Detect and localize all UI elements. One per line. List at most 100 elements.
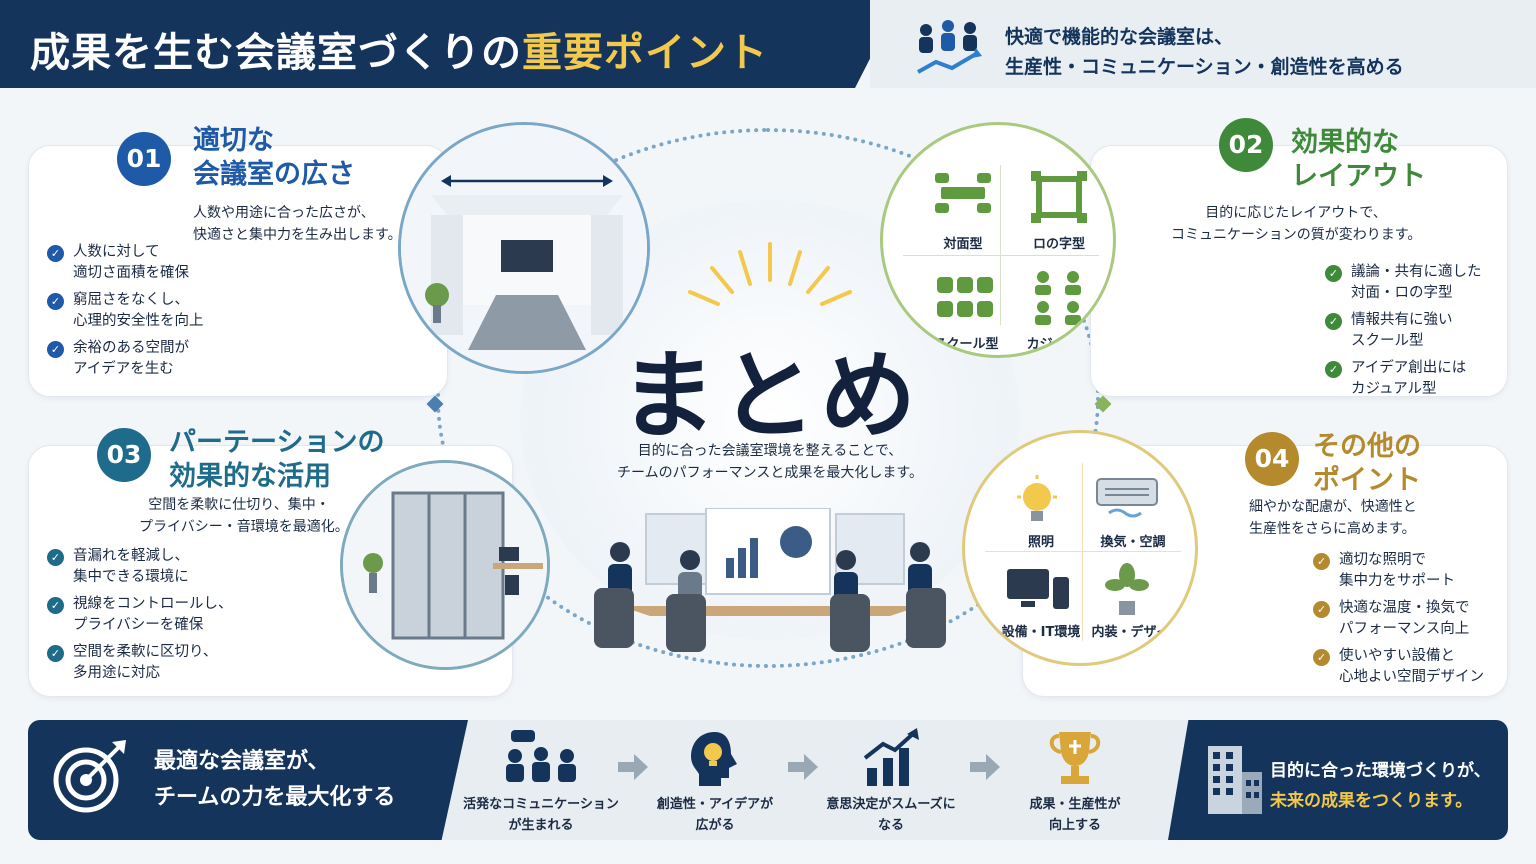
point-title: 効果的な レイアウト: [1291, 126, 1426, 194]
title-line2: ポイント: [1313, 465, 1421, 496]
step-label: 意思決定がスムーズに なる: [806, 794, 976, 836]
partition-icon: [343, 463, 547, 667]
layout-label: 対面型: [943, 237, 983, 252]
check-line2: 対面・ロの字型: [1351, 285, 1453, 301]
sunburst-icon: [688, 242, 852, 306]
check-line2: 集中できる環境に: [73, 569, 189, 585]
check-icon: ✓: [1313, 601, 1330, 618]
header-banner: [0, 0, 900, 88]
layout-label: カジュアル型: [1026, 337, 1104, 352]
check-icon: ✓: [1313, 649, 1330, 666]
check-line2: カジュアル型: [1351, 381, 1437, 397]
item-label: 設備・IT環境: [1001, 625, 1081, 640]
step-line1: 創造性・アイデアが: [656, 797, 774, 812]
subtitle-line2: 生産性・コミュニケーション・創造性を高める: [1005, 56, 1404, 78]
layout-types-illustration: 対面型 ロの字型 スクール型 カジュアル型: [880, 122, 1116, 358]
desc-line2: 快適さと集中力を生み出します。: [193, 227, 402, 243]
check-item: ✓ 音漏れを軽減し、集中できる環境に: [47, 546, 233, 588]
summary-desc-line2: チームのパフォーマンスと成果を最大化します。: [617, 465, 923, 481]
step-label: 成果・生産性が 向上する: [990, 794, 1160, 836]
point-card-02: 02 効果的な レイアウト 目的に応じたレイアウトで、 コミュニケーションの質が…: [1090, 118, 1508, 397]
step-line2: 広がる: [695, 818, 735, 833]
flow-step-decision: 意思決定がスムーズに なる: [806, 728, 976, 836]
point-number-badge: 04: [1245, 432, 1299, 486]
school-layout-icon: [937, 277, 993, 317]
check-icon: ✓: [47, 245, 64, 262]
title-line2: レイアウト: [1291, 161, 1426, 192]
desc-line2: 生産性をさらに高めます。: [1249, 521, 1416, 537]
check-item: ✓空間を柔軟に区切り、多用途に対応: [47, 642, 233, 684]
point-desc: 細やかな配慮が、快適性と 生産性をさらに高めます。: [1249, 496, 1417, 540]
check-icon: ✓: [1325, 361, 1342, 378]
check-item: ✓ 適切な照明で集中力をサポート: [1313, 550, 1484, 592]
idea-head-icon: [691, 732, 737, 786]
check-line2: プライバシーを確保: [73, 617, 204, 633]
step-line2: 向上する: [1048, 818, 1101, 833]
meeting-room-icon: [401, 125, 647, 371]
header-right-panel: [870, 0, 1536, 88]
title-main: 成果を生む会議室づくりの: [30, 30, 522, 76]
flow-arrow-icon: [618, 754, 648, 780]
check-line1: 人数に対して: [73, 244, 160, 260]
check-line2: アイデアを生む: [73, 361, 174, 377]
check-line1: 余裕のある空間が: [73, 340, 189, 356]
room-size-illustration: [398, 122, 650, 374]
growth-chart-icon: [863, 728, 919, 786]
step-label: 活発なコミュニケーション が生まれる: [456, 794, 626, 836]
desc-line2: プライバシー・音環境を最適化。: [139, 519, 349, 535]
check-icon: ✓: [1313, 553, 1330, 570]
page-title: 成果を生む会議室づくりの重要ポイント: [30, 20, 768, 78]
check-line1: 使いやすい設備と: [1339, 648, 1455, 664]
check-list: ✓適切な照明で集中力をサポート ✓快適な温度・換気でパフォーマンス向上 ✓使いや…: [1313, 550, 1484, 694]
check-list: ✓人数に対して適切さ面積を確保 ✓窮屈さをなくし、心理的安全性を向上 ✓余裕のあ…: [47, 242, 204, 386]
target-icon: [53, 740, 126, 813]
title-highlight: 重要ポイント: [522, 30, 768, 76]
other-points-illustration: 照明 換気・空調 設備・IT環境 内装・デザイン: [962, 430, 1198, 666]
bottom-right-line1: 目的に合った環境づくりが、: [1270, 761, 1491, 781]
air-conditioner-icon: [1096, 478, 1158, 518]
check-line2: 心地よい空間デザイン: [1339, 669, 1484, 685]
header-subtitle: 快適で機能的な会議室は、 生産性・コミュニケーション・創造性を高める: [1005, 22, 1404, 82]
trophy-icon: [1049, 732, 1101, 784]
building-icon: [1208, 746, 1262, 814]
flow-step-results: 成果・生産性が 向上する: [990, 728, 1160, 836]
layout-label: スクール型: [933, 337, 999, 352]
point-title: 適切な 会議室の広さ: [193, 124, 355, 192]
point-number-badge: 03: [97, 428, 151, 482]
title-line1: その他の: [1313, 431, 1421, 462]
desc-line2: コミュニケーションの質が変わります。: [1171, 227, 1422, 243]
check-line2: 多用途に対応: [73, 665, 160, 681]
summary-title: まとめ: [620, 340, 920, 452]
check-list: ✓議論・共有に適した対面・ロの字型 ✓情報共有に強いスクール型 ✓アイデア創出に…: [1325, 262, 1482, 406]
check-item: ✓ 使いやすい設備と心地よい空間デザイン: [1313, 646, 1484, 688]
desc-line1: 人数や用途に合った広さが、: [193, 205, 375, 221]
check-line2: 適切さ面積を確保: [73, 265, 189, 281]
check-item: ✓アイデア創出にはカジュアル型: [1325, 358, 1482, 400]
bottom-left-message: 最適な会議室が、 チームの力を最大化する: [154, 744, 395, 816]
point-title: その他の ポイント: [1313, 430, 1421, 498]
check-line2: 心理的安全性を向上: [73, 313, 204, 329]
bottom-right-message: 目的に合った環境づくりが、 未来の成果をつくります。: [1270, 756, 1491, 816]
point-number-badge: 02: [1219, 118, 1273, 172]
layout-label: ロの字型: [1032, 237, 1085, 252]
desc-line1: 目的に応じたレイアウトで、: [1205, 205, 1387, 221]
check-line2: 集中力をサポート: [1339, 573, 1455, 589]
check-line2: パフォーマンス向上: [1339, 621, 1470, 637]
summary-desc-line1: 目的に合った会議室環境を整えることで、: [637, 443, 903, 459]
casual-layout-icon: [1035, 271, 1081, 325]
item-label: 照明: [1027, 535, 1054, 550]
flow-step-communication: 活発なコミュニケーション が生まれる: [456, 728, 626, 836]
point-card-01: 01 適切な 会議室の広さ 人数や用途に合った広さが、 快適さと集中力を生み出し…: [28, 125, 448, 397]
partition-illustration: [340, 460, 550, 670]
check-line1: 適切な照明で: [1339, 552, 1426, 568]
desc-line1: 細やかな配慮が、快適性と: [1249, 499, 1417, 515]
item-label: 内装・デザイン: [1091, 625, 1183, 640]
check-item: ✓議論・共有に適した対面・ロの字型: [1325, 262, 1482, 304]
check-line1: 音漏れを軽減し、: [73, 548, 189, 564]
point-number-badge: 01: [117, 132, 171, 186]
check-icon: ✓: [47, 549, 64, 566]
summary-desc: 目的に合った会議室環境を整えることで、 チームのパフォーマンスと成果を最大化しま…: [560, 440, 980, 484]
step-line1: 活発なコミュニケーション: [463, 797, 619, 812]
bottom-left-line1: 最適な会議室が、: [154, 749, 330, 774]
check-list: ✓音漏れを軽減し、集中できる環境に ✓視線をコントロールし、プライバシーを確保 …: [47, 546, 233, 690]
